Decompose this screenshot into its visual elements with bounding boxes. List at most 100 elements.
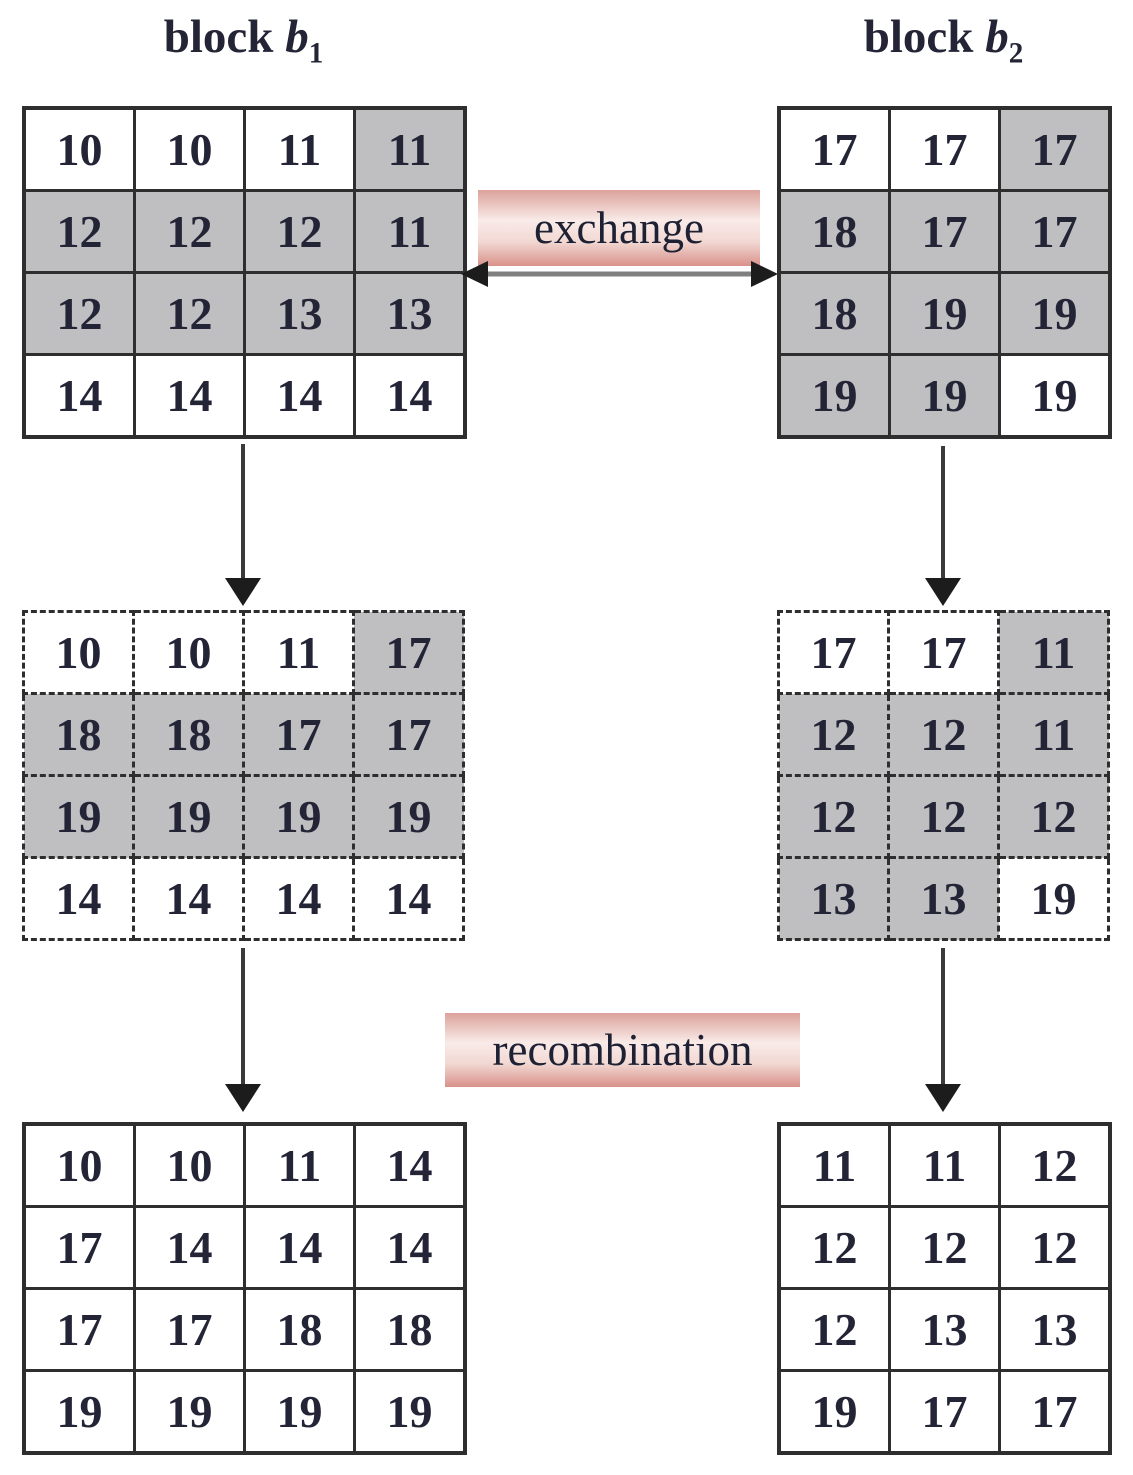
grid-cell: 17 [777, 106, 891, 192]
grid-cell: 11 [997, 692, 1110, 777]
grid-cell: 14 [132, 856, 245, 941]
grid-cell: 12 [777, 1287, 891, 1372]
grid-cell: 17 [22, 1287, 136, 1372]
grid-cell: 12 [133, 189, 246, 274]
grid-cell: 11 [777, 1122, 891, 1208]
grid-cell: 17 [242, 692, 355, 777]
grid-cell: 14 [242, 856, 355, 941]
grid-cell: 17 [888, 1369, 1001, 1455]
grid-cell: 14 [243, 353, 356, 439]
grid-cell: 19 [132, 774, 245, 859]
down-arrow-b2-recombination-icon [925, 948, 961, 1112]
block-b1-title-text: block [163, 11, 286, 63]
grid-cell: 14 [133, 353, 246, 439]
grid-cell: 10 [22, 610, 135, 695]
recombination-label: recombination [445, 1013, 800, 1087]
grid-cell: 17 [998, 1369, 1112, 1455]
down-arrow-b1-recombination-icon [225, 948, 261, 1112]
grid-cell: 14 [353, 1205, 467, 1290]
grid-cell: 10 [133, 1122, 246, 1208]
grid-cell: 12 [777, 692, 890, 777]
grid-cell: 17 [133, 1287, 246, 1372]
grid-cell: 18 [777, 271, 891, 356]
grid-cell: 17 [777, 610, 890, 695]
grid-cell: 19 [998, 271, 1112, 356]
block-b1-subscript: 1 [308, 37, 324, 70]
grid-cell: 18 [353, 1287, 467, 1372]
grid-cell: 19 [22, 1369, 136, 1455]
grid-cell: 19 [242, 774, 355, 859]
exchange-double-arrow-icon [461, 261, 778, 287]
block-b2-title-text: block [863, 11, 986, 63]
grid-cell: 12 [887, 692, 1000, 777]
grid-cell: 19 [888, 353, 1001, 439]
grid-cell: 13 [243, 271, 356, 356]
grid-cell: 11 [997, 610, 1110, 695]
grid-cell: 13 [888, 1287, 1001, 1372]
grid-cell: 17 [888, 189, 1001, 274]
grid-cell: 12 [243, 189, 356, 274]
grid-cell: 14 [353, 353, 467, 439]
grid-cell: 19 [22, 774, 135, 859]
block-b2-title: block b2 [777, 6, 1110, 68]
grid-cell: 11 [353, 106, 467, 192]
grid-cell: 13 [887, 856, 1000, 941]
grid-cell: 13 [998, 1287, 1112, 1372]
grid-cell: 14 [133, 1205, 246, 1290]
down-arrow-b2-exchange-icon [925, 446, 961, 606]
grid-cell: 12 [22, 271, 136, 356]
grid-cell: 11 [243, 106, 356, 192]
exchange-label: exchange [478, 190, 760, 266]
grid-cell: 10 [22, 1122, 136, 1208]
grid-cell: 12 [133, 271, 246, 356]
grid-cell: 12 [777, 774, 890, 859]
grid-cell: 18 [22, 692, 135, 777]
block-b1-variable: b [285, 11, 309, 63]
grid-cell: 17 [998, 106, 1112, 192]
block-b2-variable: b [985, 11, 1009, 63]
grid-cell: 18 [132, 692, 245, 777]
grid-cell: 19 [352, 774, 465, 859]
grid-cell: 14 [22, 856, 135, 941]
grid-cell: 12 [22, 189, 136, 274]
grid-cell: 12 [887, 774, 1000, 859]
block-b1-title: block b1 [22, 6, 465, 68]
down-arrow-b1-exchange-icon [225, 444, 261, 606]
grid-cell: 12 [998, 1122, 1112, 1208]
grid-cell: 19 [997, 856, 1110, 941]
grid-cell: 12 [997, 774, 1110, 859]
grid-cell: 11 [888, 1122, 1001, 1208]
grid-cell: 13 [353, 271, 467, 356]
grid-cell: 17 [22, 1205, 136, 1290]
grid-cell: 14 [22, 353, 136, 439]
grid-cell: 17 [888, 106, 1001, 192]
grid-cell: 18 [777, 189, 891, 274]
grid-cell: 11 [353, 189, 467, 274]
grid-cell: 10 [22, 106, 136, 192]
